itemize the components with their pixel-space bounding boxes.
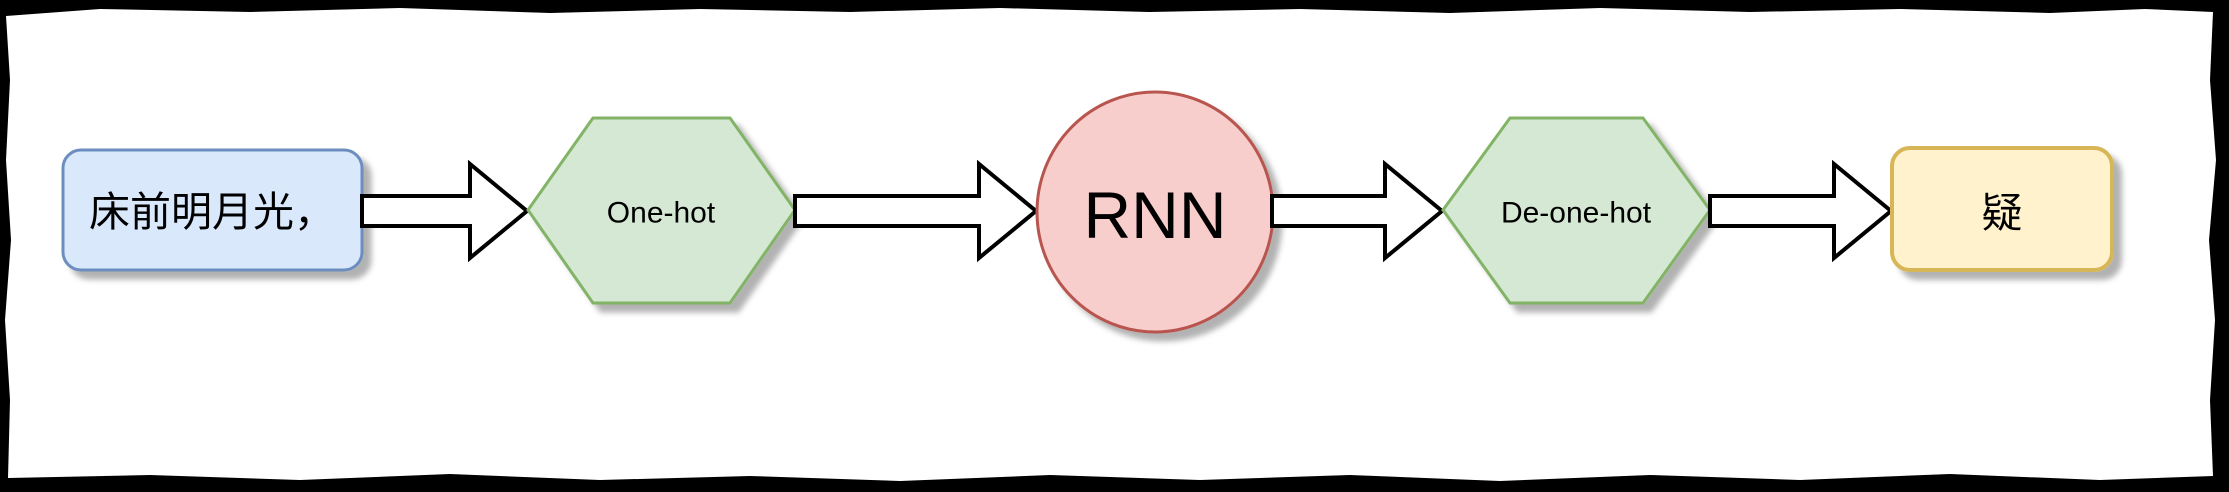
output-char-node: 疑 [1890,146,2114,272]
one-hot-encoder-node: One-hot [526,116,797,305]
rnn-node: RNN [1035,90,1275,334]
flow-arrow-3 [1270,159,1446,263]
rnn-label: RNN [1084,178,1227,252]
output-char-label: 疑 [1982,190,2023,236]
input-text-label: 床前明月光， [89,189,335,235]
output-char-box [1890,146,2114,272]
flow-arrow-1 [360,159,531,263]
input-text-node: 床前明月光， [61,148,364,272]
flow-arrow-4 [1708,159,1895,263]
de-one-hot-label: De-one-hot [1501,197,1652,230]
one-hot-label: One-hot [607,197,716,230]
flow-arrow-2 [793,159,1040,263]
de-one-hot-decoder-node: De-one-hot [1441,116,1712,305]
